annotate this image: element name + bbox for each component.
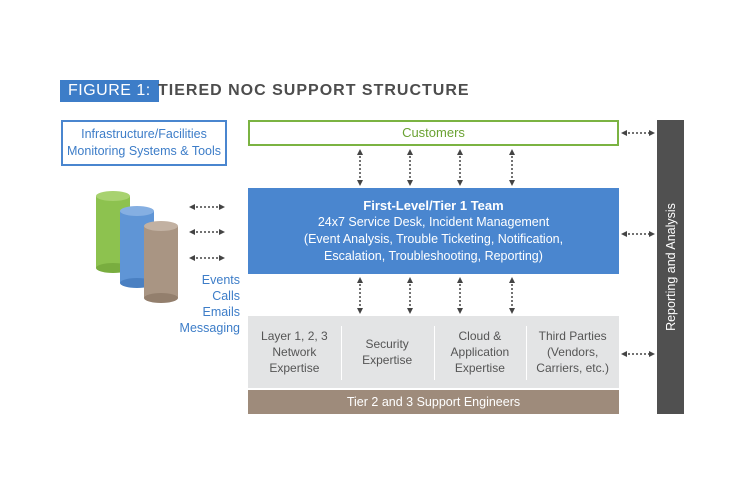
reporting-bar: Reporting and Analysis xyxy=(657,120,684,414)
infrastructure-box: Infrastructure/Facilities Monitoring Sys… xyxy=(61,120,227,166)
customers-box: Customers xyxy=(248,120,619,146)
expertise-security: Security Expertise xyxy=(340,316,434,388)
tier23-bar: Tier 2 and 3 Support Engineers xyxy=(248,390,619,414)
expertise-line: Application xyxy=(450,345,510,359)
expertise-cloud: Cloud & Application Expertise xyxy=(433,316,527,388)
figure-title: TIERED NOC SUPPORT STRUCTURE xyxy=(158,82,470,99)
tier1-title: First-Level/Tier 1 Team xyxy=(363,198,504,213)
tier1-line-3: Escalation, Troubleshooting, Reporting) xyxy=(324,249,543,263)
expertise-line: Expertise xyxy=(454,361,505,375)
expertise-line: Layer 1, 2, 3 xyxy=(261,329,328,343)
events-list: Events Calls Emails Messaging xyxy=(168,272,240,336)
tier1-line-1: 24x7 Service Desk, Incident Management xyxy=(317,215,550,229)
events-item: Emails xyxy=(202,305,240,319)
expertise-line: Third Parties xyxy=(538,329,607,343)
database-cylinder-taupe-icon xyxy=(144,221,178,303)
expertise-row: Layer 1, 2, 3 Network Expertise Security… xyxy=(248,316,619,388)
expertise-line: Expertise xyxy=(362,353,413,367)
events-item: Calls xyxy=(212,289,240,303)
expertise-line: Cloud & xyxy=(458,329,502,343)
infrastructure-line-2: Monitoring Systems & Tools xyxy=(67,144,221,158)
expertise-third-parties: Third Parties (Vendors, Carriers, etc.) xyxy=(526,316,619,388)
tier1-line-2: (Event Analysis, Trouble Ticketing, Noti… xyxy=(303,232,564,246)
expertise-line: Expertise xyxy=(269,361,320,375)
events-item: Events xyxy=(201,273,240,287)
expertise-line: Network xyxy=(272,345,317,359)
figure-tag: FIGURE 1: xyxy=(60,80,159,102)
tier1-box: First-Level/Tier 1 Team 24x7 Service Des… xyxy=(248,188,619,274)
events-item: Messaging xyxy=(179,321,240,335)
expertise-line: Security xyxy=(365,337,409,351)
expertise-line: (Vendors, xyxy=(546,345,599,359)
expertise-network: Layer 1, 2, 3 Network Expertise xyxy=(248,316,341,388)
infrastructure-line-1: Infrastructure/Facilities xyxy=(81,127,207,141)
expertise-line: Carriers, etc.) xyxy=(536,361,609,375)
